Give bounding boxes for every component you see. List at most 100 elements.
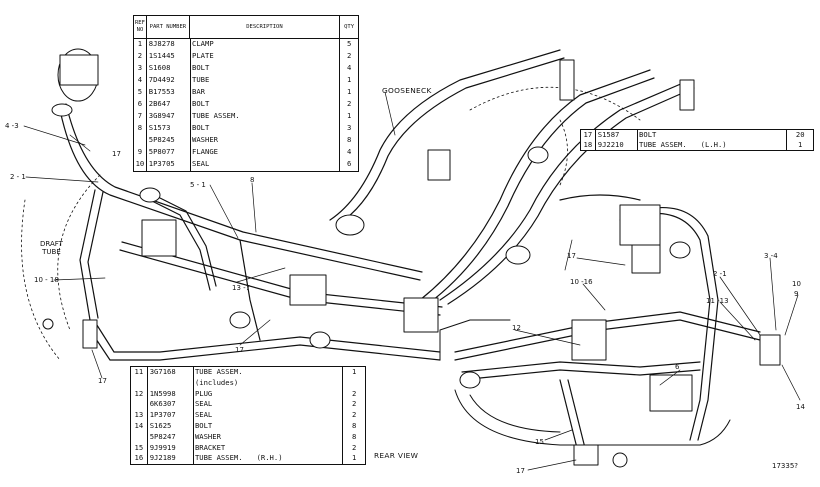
description-cell: TUBE ASSEM.	[191, 111, 341, 123]
table-header: REF NO PART NUMBER DESCRIPTION QTY	[134, 16, 358, 39]
description-cell: TUBE	[191, 75, 341, 87]
qty-cell: 2	[347, 51, 352, 60]
description-text: BOLT	[192, 63, 210, 72]
description-cell: TUBE ASSEM.	[194, 367, 344, 378]
qty-cell	[343, 378, 365, 389]
header-ref: REF NO	[134, 16, 147, 38]
qty-cell: 2	[347, 99, 352, 108]
part-number-cell: 1P3707	[148, 410, 194, 421]
part-number-cell: 1P3705	[147, 159, 192, 171]
part-number-cell: S1573	[147, 123, 192, 135]
description-text: BAR	[192, 87, 206, 96]
callout-11-13: 11 -13	[706, 297, 729, 305]
qty-cell: 1	[347, 75, 352, 84]
callout-12: 12	[512, 324, 521, 332]
ref-cell	[131, 399, 148, 411]
description-cell: BOLT	[191, 99, 341, 111]
part-number-cell: 2B647	[147, 99, 192, 111]
description-text: TUBE	[192, 75, 210, 84]
callout-10-right: 10	[792, 280, 801, 288]
flange-fittings	[42, 48, 781, 468]
description-cell: TUBE ASSEM.(R.H.)	[194, 453, 344, 465]
rear-view-label: REAR VIEW	[374, 451, 419, 460]
description-text: SEAL	[194, 399, 213, 409]
description-cell: SEAL	[191, 159, 341, 171]
part-number-cell: 9J2210	[596, 140, 639, 150]
callout-17-a: 17	[112, 150, 121, 158]
description-cell: BOLT	[191, 123, 341, 135]
description-cell: SEAL	[194, 399, 344, 411]
qty-cell: 2	[352, 410, 357, 420]
ref-cell: 8	[134, 123, 147, 135]
callout-3-4: 3 -4	[764, 252, 778, 260]
part-number-cell: 9J2189	[148, 453, 194, 465]
description-cell: PLUG	[194, 388, 344, 400]
part-number-cell: 5P8245	[147, 135, 192, 147]
header-part-number: PART NUMBER	[147, 16, 190, 38]
ref-cell: 6	[134, 99, 147, 111]
description-cell: BOLT	[638, 130, 788, 140]
description-text: SEAL	[194, 410, 213, 420]
rear-view-frame	[439, 319, 731, 446]
description-text: TUBE ASSEM.	[194, 367, 243, 376]
draft-tube-label: DRAFT TUBE	[40, 240, 63, 256]
part-number-cell: B17553	[147, 87, 192, 99]
description-text: BOLT	[639, 130, 657, 139]
tube-clamps	[139, 146, 691, 389]
description-text: WASHER	[192, 135, 218, 144]
qty-cell: 5	[347, 39, 352, 48]
callout-17-b: 17	[235, 346, 244, 354]
callout-17-d: 17	[567, 252, 576, 260]
description-cell: FLANGE	[191, 147, 341, 159]
part-number-cell: 7D4492	[147, 75, 192, 87]
side-note: (L.H.)	[700, 140, 727, 149]
ref-cell	[134, 135, 147, 147]
description-cell: WASHER	[194, 431, 344, 443]
part-number-cell: 9J9919	[148, 442, 194, 454]
header-qty: QTY	[344, 23, 355, 30]
qty-cell: 1	[347, 87, 352, 96]
qty-cell: 2	[352, 442, 357, 452]
part-number-cell: 3G7168	[148, 367, 194, 378]
qty-cell: 20	[795, 130, 805, 139]
ref-cell: 5	[134, 87, 147, 99]
description-text: PLATE	[192, 51, 214, 60]
table-row: (includes)	[131, 377, 365, 389]
qty-cell: 1	[352, 367, 357, 376]
ref-cell: 7	[134, 111, 147, 123]
ref-cell: 18	[581, 140, 596, 150]
callout-leaders	[23, 91, 801, 471]
qty-cell: 8	[352, 420, 357, 430]
description-text: BOLT	[192, 123, 210, 132]
part-number-cell: 1N5998	[148, 388, 194, 400]
ref-cell: 16	[131, 453, 148, 465]
ref-cell: 4	[134, 75, 147, 87]
description-text: TUBE ASSEM.	[194, 453, 243, 463]
draft-tube-outline	[21, 174, 101, 361]
part-number-cell	[148, 377, 194, 389]
ref-cell	[131, 377, 148, 389]
qty-cell: 1	[798, 140, 803, 149]
ref-cell: 2	[134, 51, 147, 63]
description-text: WASHER	[194, 431, 221, 441]
callout-2-1-right: 2 -1	[713, 270, 727, 278]
qty-cell: 1	[347, 111, 352, 120]
